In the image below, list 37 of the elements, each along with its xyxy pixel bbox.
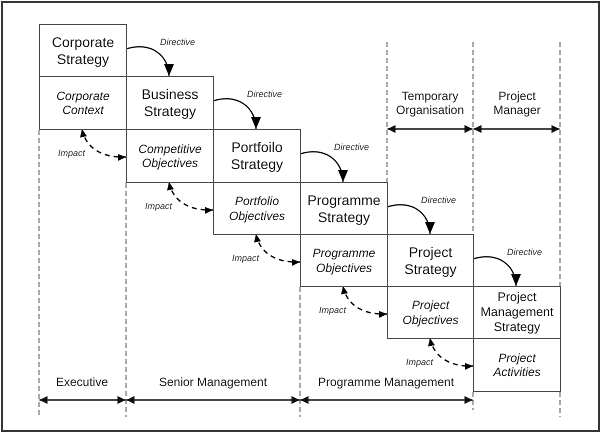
curved-arrow <box>472 256 520 286</box>
process-box: Competitive Objectives <box>126 129 214 183</box>
edge-label: Impact <box>144 201 172 212</box>
process-box: Portfolio Objectives <box>213 182 301 235</box>
edge-label: Directive <box>507 247 542 258</box>
process-box: Business Strategy <box>126 76 214 130</box>
edge-label: Directive <box>160 37 196 48</box>
dashed-arrow <box>342 286 387 318</box>
dashed-arrow <box>254 234 300 266</box>
lane-label: Temporary Organisation <box>396 89 464 117</box>
lane-label: Executive <box>56 375 108 389</box>
process-box: Corporate Strategy <box>39 24 127 77</box>
process-box: Portfoilo Strategy <box>213 129 301 183</box>
process-box: Project Management Strategy <box>473 286 561 339</box>
curved-arrow <box>386 204 434 234</box>
lane-label: Senior Management <box>158 375 268 389</box>
edge-label: Impact <box>406 357 433 368</box>
dashed-arrow <box>428 338 473 370</box>
edge-label: Directive <box>421 195 456 206</box>
process-box: Corporate Context <box>39 76 127 130</box>
edge-label: Impact <box>232 253 259 264</box>
process-box: Programme Strategy <box>300 182 388 235</box>
curved-arrow <box>212 98 260 130</box>
curved-arrow <box>126 46 174 76</box>
edge-label: Impact <box>318 305 346 316</box>
curved-arrow <box>300 151 348 182</box>
process-box: Project Objectives <box>387 286 474 339</box>
dashed-arrow <box>80 128 126 161</box>
process-box: Programme Objectives <box>300 234 388 287</box>
process-box: Project Activities <box>473 338 561 392</box>
dashed-arrow <box>168 182 213 214</box>
process-box: Project Strategy <box>387 234 474 287</box>
lane-label: Project Manager <box>493 89 541 117</box>
lane-label: Programme Management <box>318 375 454 389</box>
edge-label: Directive <box>247 89 282 100</box>
edge-label: Directive <box>334 142 370 153</box>
edge-label: Impact <box>58 148 85 159</box>
